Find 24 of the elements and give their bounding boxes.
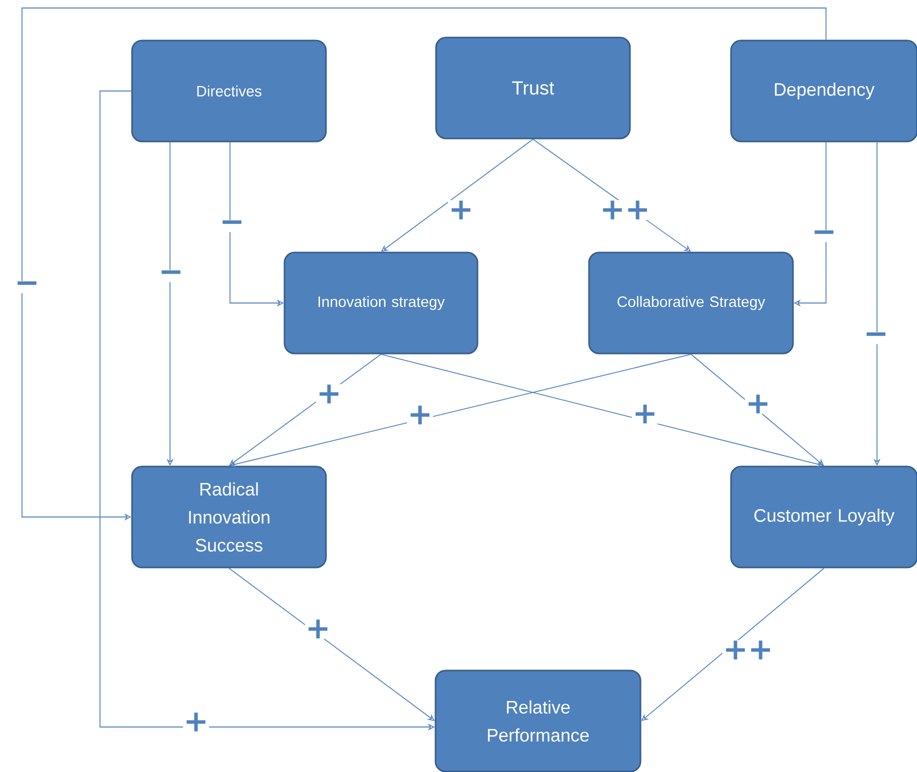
process-box: Collaborative Strategy [588,252,794,354]
sign-label: + [316,384,342,404]
process-box: Relative Performance [434,670,642,772]
process-box: Directives [131,40,327,142]
arrow [690,354,824,466]
sign-label: − [218,220,246,232]
sign-label: − [14,280,40,294]
sign-label: − [158,270,184,282]
sign-label: − [810,230,838,242]
sign-label: + [182,712,210,732]
process-box: Trust [435,36,631,140]
sign-label: ++ [722,640,774,660]
process-box: Radical Innovation Success [131,466,327,568]
sign-label: − [862,332,890,344]
sign-label: + [632,404,658,424]
process-box: Dependency [730,40,917,142]
sign-label: + [304,619,332,639]
arrow [381,138,534,252]
process-box: Customer Loyalty [730,466,917,568]
sign-label: ++ [599,200,651,220]
process-box: Innovation strategy [284,252,478,354]
sign-label: + [448,200,474,220]
sign-label: + [406,405,434,425]
sign-label: + [744,394,772,414]
